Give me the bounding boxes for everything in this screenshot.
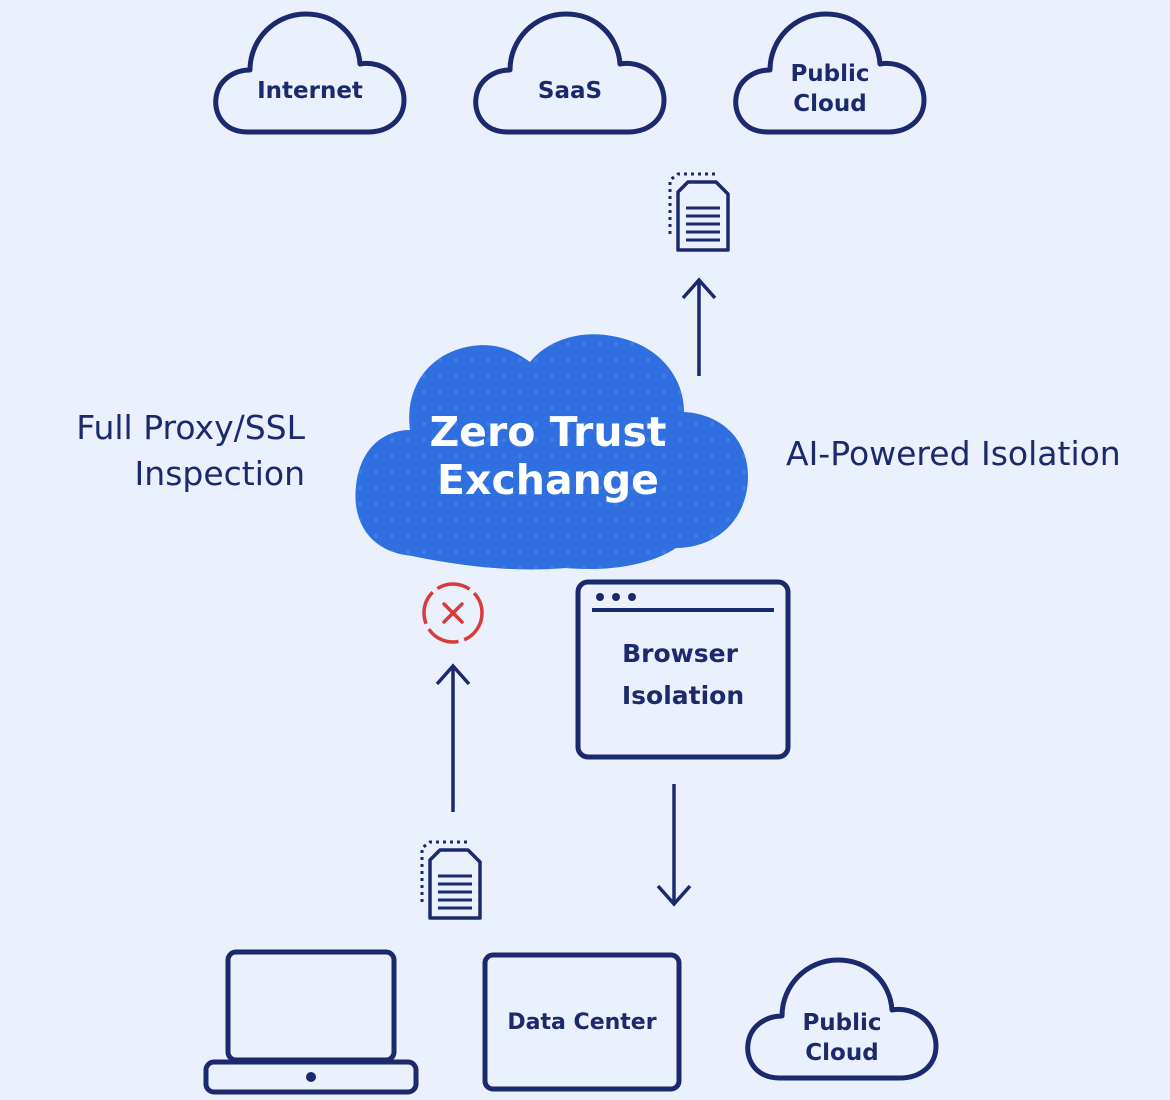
arrow-down-to-datacenter (656, 784, 692, 907)
public-cloud-top-label-2: Cloud (793, 91, 866, 117)
cloud-icon (476, 14, 664, 132)
document-icon (420, 840, 482, 920)
browser-isolation-window: Browser Isolation (575, 579, 791, 760)
data-center-box: Data Center (482, 952, 682, 1092)
saas-label: SaaS (538, 78, 602, 104)
arrow-up-to-exchange (435, 663, 471, 812)
internet-label: Internet (257, 78, 363, 104)
arrow-up-to-cloud (681, 277, 717, 376)
zte-title-line1: Zero Trust (429, 408, 666, 456)
document-icon (668, 172, 730, 252)
public-cloud-top: Public Cloud (736, 14, 924, 132)
ai-isolation-label: AI-Powered Isolation (786, 434, 1121, 473)
public-cloud-bottom-label-1: Public (802, 1010, 881, 1036)
internet-cloud: Internet (216, 14, 404, 132)
data-center-label: Data Center (507, 1010, 656, 1035)
zte-title-line2: Exchange (437, 456, 659, 504)
browser-isolation-label-1: Browser (622, 639, 738, 668)
public-cloud-bottom: Public Cloud (748, 960, 936, 1078)
browser-isolation-label-2: Isolation (622, 681, 744, 710)
blocked-x-icon (422, 582, 484, 644)
saas-cloud: SaaS (476, 14, 664, 132)
full-proxy-label-line1: Full Proxy/SSL (76, 408, 305, 447)
zero-trust-exchange-cloud: Zero Trust Exchange (355, 334, 748, 570)
full-proxy-label-line2: Inspection (135, 454, 305, 493)
cloud-icon (216, 14, 404, 132)
laptop-icon (203, 949, 419, 1095)
public-cloud-bottom-label-2: Cloud (805, 1040, 878, 1066)
public-cloud-top-label-1: Public (790, 61, 869, 87)
